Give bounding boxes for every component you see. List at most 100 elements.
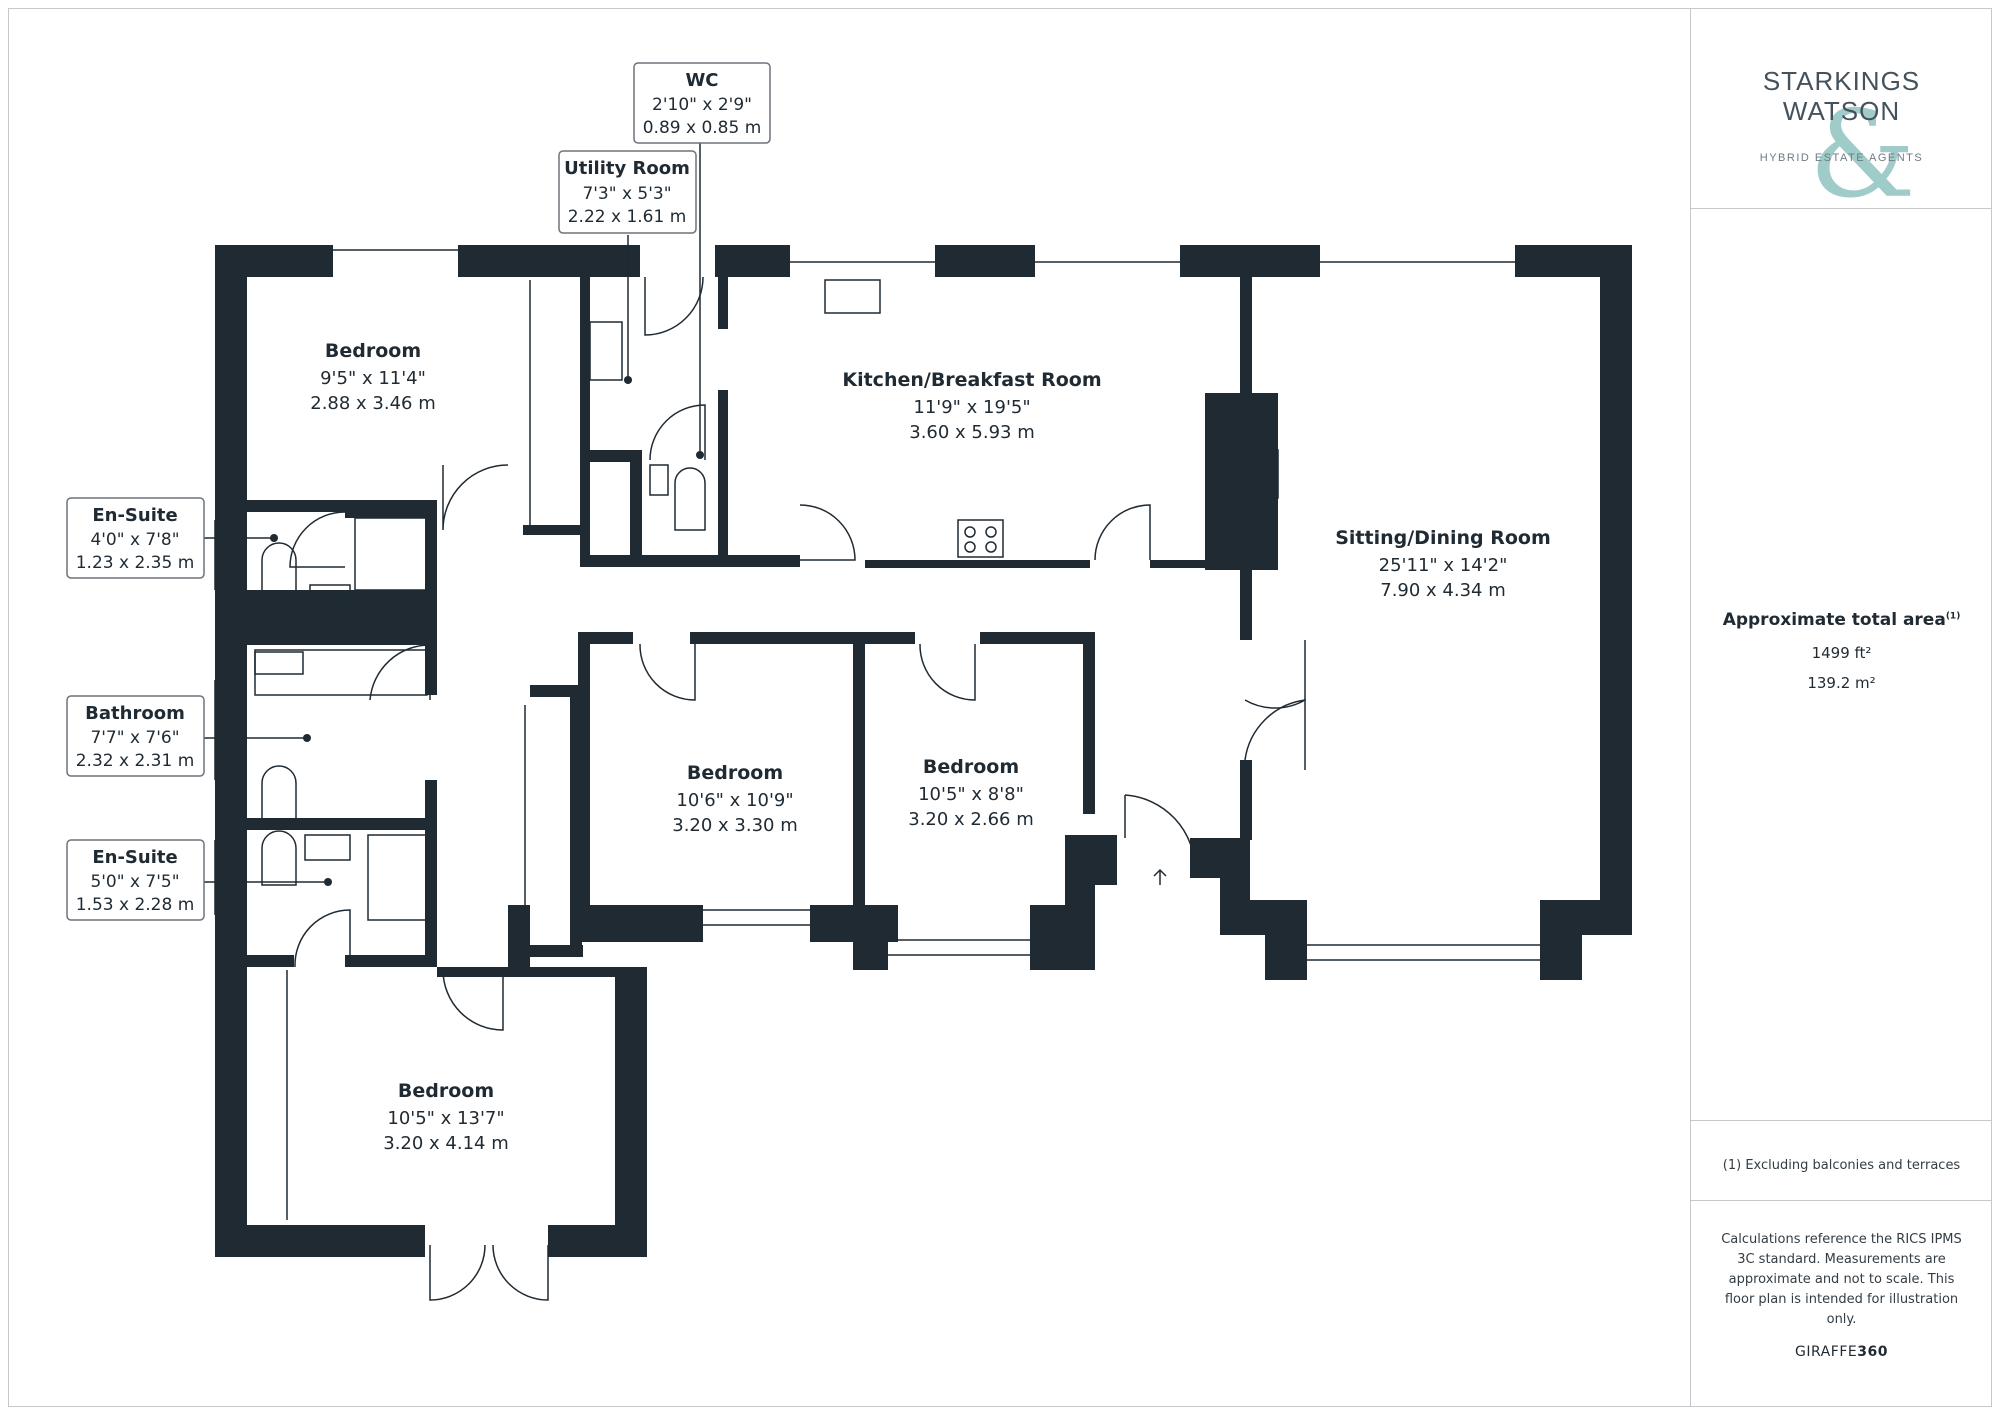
disclaimer: Calculations reference the RICS IPMS 3C … xyxy=(1721,1232,1962,1327)
wall xyxy=(853,632,865,942)
wall xyxy=(1240,760,1252,840)
room-metric: 3.60 x 5.93 m xyxy=(909,422,1035,443)
wall xyxy=(425,500,437,615)
room-name: Bedroom xyxy=(687,762,783,784)
room-labels: Bedroom 9'5" x 11'4" 2.88 x 3.46 m Kitch… xyxy=(310,340,1551,1154)
room-name: Bedroom xyxy=(398,1080,494,1102)
logo-ampersand: & xyxy=(1809,86,1916,225)
callout-metric: 2.22 x 1.61 m xyxy=(568,207,687,227)
hob-ring xyxy=(964,526,976,538)
callout-utility: Utility Room 7'3" x 5'3" 2.22 x 1.61 m xyxy=(558,150,697,234)
room-label-bedroom-2: Bedroom 10'6" x 10'9" 3.20 x 3.30 m xyxy=(672,762,798,836)
room-label-bedroom-1: Bedroom 9'5" x 11'4" 2.88 x 3.46 m xyxy=(310,340,436,414)
door xyxy=(919,643,976,701)
room-label-bedroom-3: Bedroom 10'5" x 8'8" 3.20 x 2.66 m xyxy=(908,756,1034,830)
toilet-icon xyxy=(261,830,297,886)
room-name: Sitting/Dining Room xyxy=(1335,527,1551,549)
logo-line1: STARKINGS xyxy=(1762,66,1921,96)
callout-metric: 2.32 x 2.31 m xyxy=(76,751,195,771)
callout-name: En-Suite xyxy=(92,847,177,868)
wall xyxy=(1600,245,1632,935)
entrance-arrow-icon xyxy=(1153,868,1167,885)
leader-dot xyxy=(303,734,311,742)
wall xyxy=(247,818,437,830)
leader-dots xyxy=(270,376,704,886)
door xyxy=(799,504,856,561)
chimney-breast xyxy=(1205,393,1278,570)
logo-line2: WATSON xyxy=(1782,96,1901,126)
floor-plan: Bedroom 9'5" x 11'4" 2.88 x 3.46 m Kitch… xyxy=(66,62,1632,1301)
wall xyxy=(345,955,437,967)
room-label-kitchen: Kitchen/Breakfast Room 11'9" x 19'5" 3.6… xyxy=(842,369,1101,443)
wall xyxy=(425,640,437,695)
callout-box xyxy=(633,62,771,144)
room-imperial: 25'11" x 14'2" xyxy=(1379,555,1508,576)
sidebar: & STARKINGS WATSON HYBRID ESTATE AGENTS … xyxy=(1690,8,1992,1407)
wall xyxy=(690,632,853,644)
wall xyxy=(715,245,790,277)
door xyxy=(492,1244,549,1301)
leader-dot xyxy=(324,878,332,886)
leader-dot xyxy=(696,451,704,459)
door xyxy=(289,511,346,568)
door xyxy=(649,404,706,461)
room-metric: 3.20 x 3.30 m xyxy=(672,815,798,836)
door xyxy=(1094,504,1151,561)
callout-imperial: 7'3" x 5'3" xyxy=(582,184,671,204)
divider xyxy=(1691,208,1992,209)
room-metric: 3.20 x 2.66 m xyxy=(908,809,1034,830)
wall xyxy=(548,1225,647,1257)
wall xyxy=(935,245,1035,277)
room-imperial: 10'5" x 13'7" xyxy=(387,1108,504,1129)
wall xyxy=(523,525,583,535)
callouts: WC 2'10" x 2'9" 0.89 x 0.85 m Utility Ro… xyxy=(66,62,771,921)
wall xyxy=(578,905,703,942)
logo-tagline: HYBRID ESTATE AGENTS xyxy=(1759,152,1924,164)
area-sqm: 139.2 m² xyxy=(1807,674,1876,692)
callout-metric: 1.23 x 2.35 m xyxy=(76,553,195,573)
hob-ring xyxy=(985,526,997,538)
leader-dot xyxy=(270,534,278,542)
wall xyxy=(865,560,1090,568)
credit-part1: GIRAFFE xyxy=(1795,1344,1858,1360)
wall xyxy=(578,632,590,942)
callout-metric: 0.89 x 0.85 m xyxy=(643,118,762,138)
sink-icon xyxy=(824,279,881,314)
fireplace-icon xyxy=(1261,449,1279,499)
callout-bathroom: Bathroom 7'7" x 7'6" 2.32 x 2.31 m xyxy=(66,695,205,777)
callout-box xyxy=(66,695,205,777)
room-metric: 2.88 x 3.46 m xyxy=(310,393,436,414)
area-title: Approximate total area(1) xyxy=(1691,610,1992,630)
callout-name: Utility Room xyxy=(564,158,690,179)
wall xyxy=(345,500,437,518)
wall xyxy=(437,967,629,977)
toilet-icon xyxy=(674,467,706,531)
door xyxy=(369,644,431,701)
room-metric: 3.20 x 4.14 m xyxy=(383,1133,509,1154)
wall xyxy=(1150,560,1240,568)
room-name: Bedroom xyxy=(923,756,1019,778)
callout-imperial: 7'7" x 7'6" xyxy=(90,728,179,748)
callout-imperial: 5'0" x 7'5" xyxy=(90,872,179,892)
wall xyxy=(247,955,294,967)
room-imperial: 10'5" x 8'8" xyxy=(918,784,1024,805)
door xyxy=(294,909,351,968)
door xyxy=(644,276,704,336)
wall xyxy=(1190,838,1220,878)
wall xyxy=(215,245,333,277)
wall xyxy=(1083,632,1095,814)
room-imperial: 11'9" x 19'5" xyxy=(913,397,1030,418)
wall xyxy=(458,245,640,277)
door xyxy=(1244,699,1306,770)
logo: & STARKINGS WATSON HYBRID ESTATE AGENTS xyxy=(1691,66,1992,216)
area-title-text: Approximate total area xyxy=(1722,610,1946,630)
wall xyxy=(1180,245,1320,277)
wall xyxy=(508,945,583,957)
area-sqft: 1499 ft² xyxy=(1811,644,1872,662)
bath-icon xyxy=(254,649,428,696)
wall xyxy=(718,390,728,560)
walls xyxy=(215,245,1632,1257)
wall xyxy=(1030,905,1095,970)
footnote: (1) Excluding balconies and terraces xyxy=(1722,1158,1961,1173)
hob-icon xyxy=(957,519,1004,558)
